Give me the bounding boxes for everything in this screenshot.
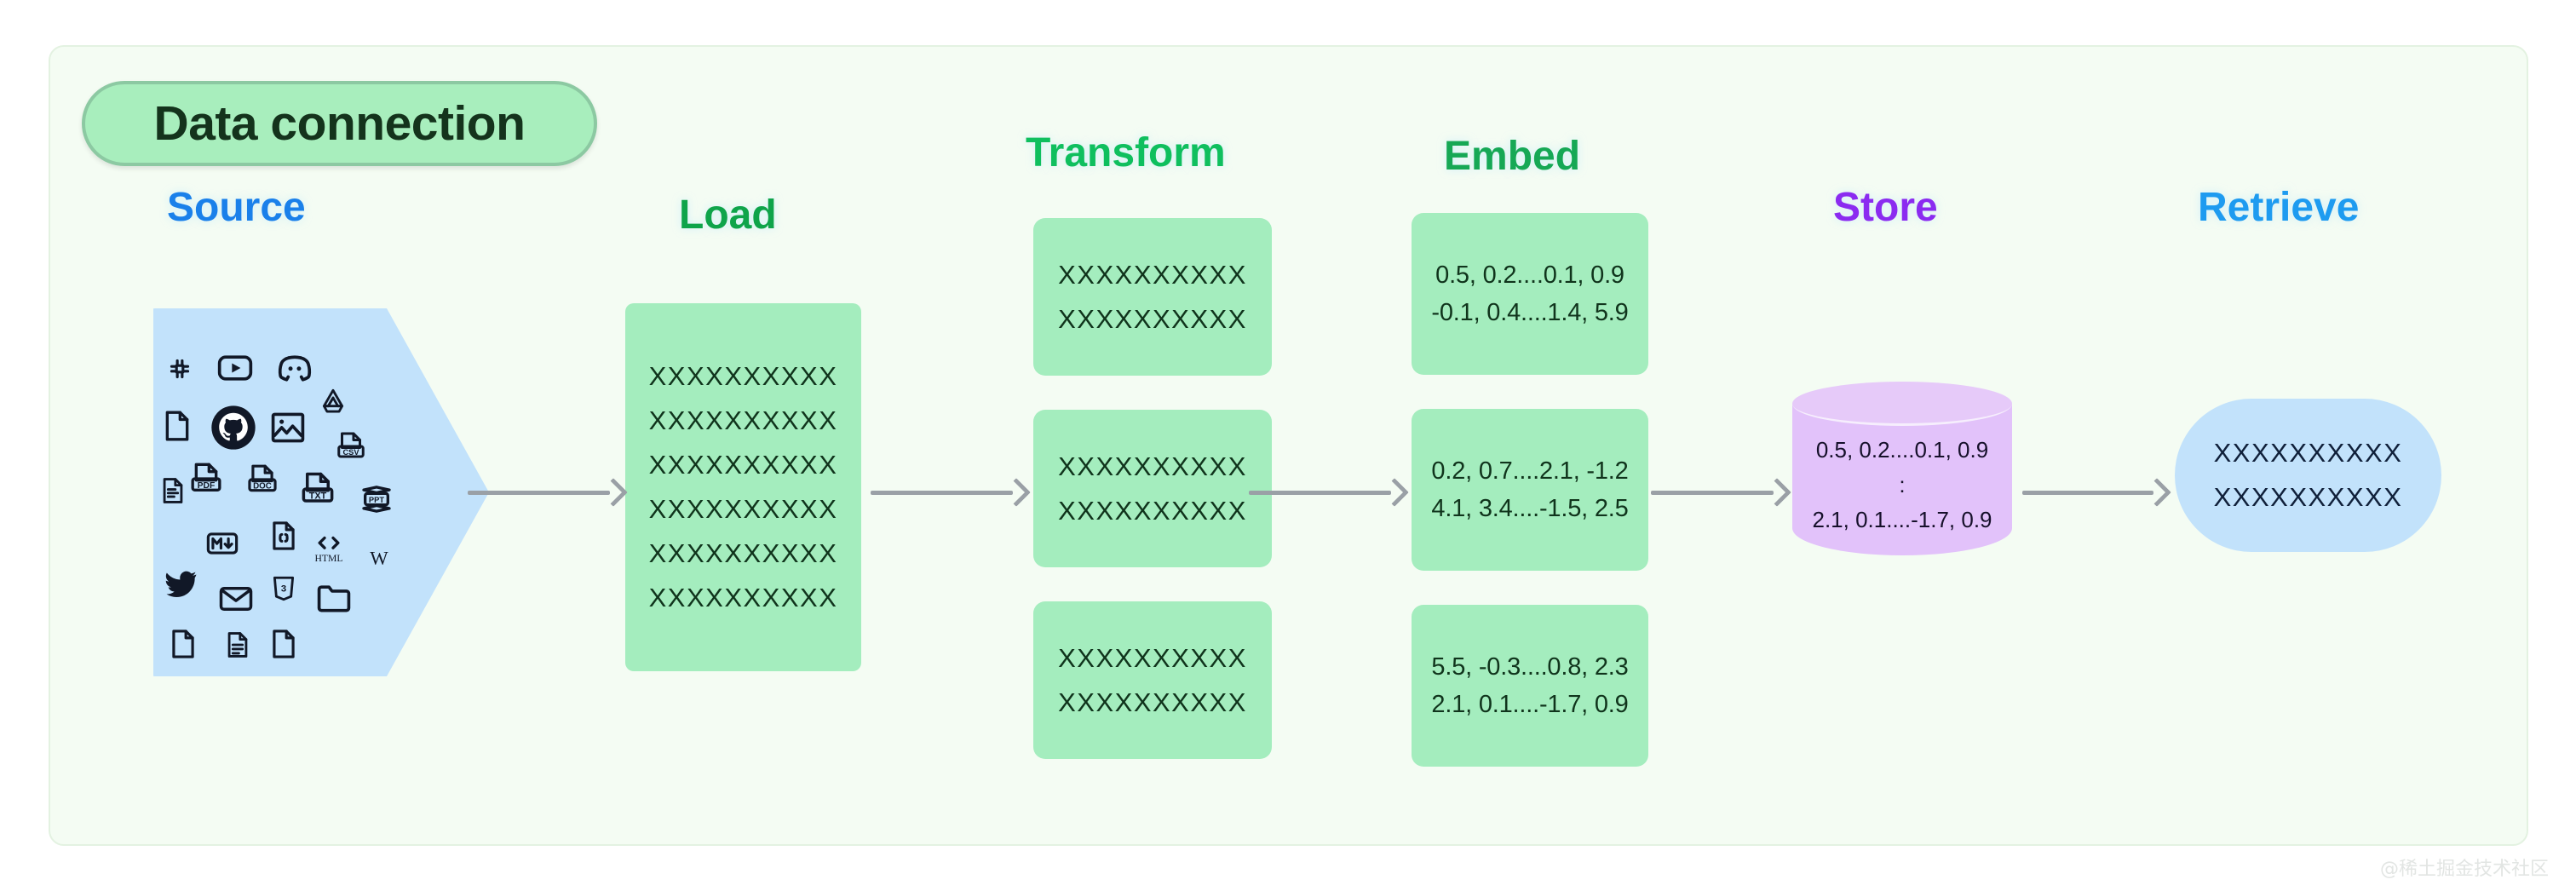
- slack-icon: [164, 353, 196, 385]
- svg-text:TXT: TXT: [309, 491, 327, 502]
- arrow-shaft: [1249, 491, 1391, 495]
- stage-title-source: Source: [167, 185, 306, 230]
- file-blank-3-icon: [267, 628, 300, 660]
- card-text-line: 0.5, 0.2....0.1, 0.9: [1435, 262, 1624, 289]
- card-text-line: XXXXXXXXXX: [2213, 438, 2403, 468]
- card-text-line: XXXXXXXXXX: [1058, 451, 1247, 481]
- arrow-store-to-retrieve: [2022, 478, 2171, 507]
- card-text-line: XXXXXXXXXX: [648, 450, 838, 480]
- card-text-line: XXXXXXXXXX: [1058, 259, 1247, 290]
- arrow-embed-to-store: [1651, 478, 1791, 507]
- arrow-head: [1762, 478, 1791, 507]
- embed-card: 0.5, 0.2....0.1, 0.9 -0.1, 0.4....1.4, 5.…: [1412, 213, 1648, 375]
- card-text-line: XXXXXXXXXX: [2213, 482, 2403, 512]
- cylinder-top-ellipse: [1792, 382, 2012, 426]
- load-card: XXXXXXXXXX XXXXXXXXXX XXXXXXXXXX XXXXXXXXXX…: [625, 303, 861, 671]
- store-vector-text: 0.5, 0.2....0.1, 0.9: 2.1, 0.1....-1.7, 0…: [1792, 433, 2012, 537]
- svg-text:W: W: [370, 548, 388, 569]
- wikipedia-icon: W: [365, 543, 393, 571]
- svg-text:PDF: PDF: [198, 481, 216, 491]
- stage-title-load: Load: [679, 193, 777, 238]
- image-icon: [269, 409, 307, 446]
- youtube-icon: [216, 349, 254, 387]
- code-file-icon: [267, 520, 300, 552]
- arrow-transform-to-embed: [1249, 478, 1409, 507]
- svg-text:3: 3: [281, 584, 286, 595]
- transform-card: XXXXXXXXXX XXXXXXXXXX: [1033, 601, 1272, 759]
- store-cylinder: 0.5, 0.2....0.1, 0.9: 2.1, 0.1....-1.7, 0…: [1792, 382, 2012, 578]
- card-text-line: XXXXXXXXXX: [648, 583, 838, 612]
- card-text-line: XXXXXXXXXX: [648, 361, 838, 391]
- pdf-file-icon: PDF: [189, 462, 223, 496]
- file-lines-icon: [223, 630, 252, 659]
- store-text-line: :: [1899, 472, 1906, 497]
- card-text-line: XXXXXXXXXX: [1058, 687, 1247, 717]
- stage-title-embed: Embed: [1444, 134, 1581, 179]
- embed-card: 5.5, -0.3....0.8, 2.3 2.1, 0.1....-1.7, 0…: [1412, 605, 1648, 767]
- stage-title-retrieve: Retrieve: [2198, 185, 2360, 230]
- file-blank-icon: [160, 409, 194, 443]
- folder-icon: [315, 579, 353, 617]
- doc-file-icon: DOC: [246, 463, 279, 496]
- diagram-title-label: Data connection: [153, 96, 526, 151]
- transform-card: XXXXXXXXXX XXXXXXXXXX: [1033, 410, 1272, 567]
- html-icon: HTML: [312, 532, 346, 566]
- discord-icon: [276, 349, 313, 387]
- watermark: @稀土掘金技术社区: [2379, 859, 2549, 880]
- card-text-line: XXXXXXXXXX: [1058, 642, 1247, 673]
- svg-text:DOC: DOC: [253, 481, 272, 491]
- stage-title-store: Store: [1833, 185, 1938, 230]
- diagram-title-pill: Data connection: [82, 81, 597, 166]
- arrow-shaft: [2022, 491, 2153, 495]
- card-text-line: -0.1, 0.4....1.4, 5.9: [1431, 299, 1629, 326]
- css3-icon: 3: [269, 574, 298, 603]
- google-drive-icon: [319, 387, 348, 416]
- svg-text:PPT: PPT: [369, 496, 384, 504]
- github-icon: [210, 404, 257, 451]
- email-icon: [218, 581, 254, 617]
- transform-card: XXXXXXXXXX XXXXXXXXXX: [1033, 218, 1272, 376]
- store-text-line: 0.5, 0.2....0.1, 0.9: [1815, 437, 1989, 463]
- twitter-icon: [164, 566, 199, 602]
- svg-text:HTML: HTML: [314, 553, 342, 564]
- cylinder-body: [1792, 404, 2012, 555]
- file-blank-2-icon: [167, 628, 199, 660]
- embed-card: 0.2, 0.7....2.1, -1.2 4.1, 3.4....-1.5, 2…: [1412, 409, 1648, 571]
- card-text-line: 5.5, -0.3....0.8, 2.3: [1431, 653, 1629, 681]
- stage-title-transform: Transform: [1026, 130, 1226, 175]
- arrow-head: [1380, 478, 1409, 507]
- document-icon: [158, 476, 187, 505]
- csv-file-icon: CSV: [336, 431, 366, 462]
- arrow-source-to-load: [468, 478, 628, 507]
- txt-file-icon: TXT: [300, 471, 336, 507]
- arrow-load-to-transform: [871, 478, 1031, 507]
- arrow-head: [599, 478, 628, 507]
- markdown-icon: [206, 527, 239, 560]
- card-text-line: XXXXXXXXXX: [648, 405, 838, 435]
- card-text-line: XXXXXXXXXX: [648, 494, 838, 524]
- store-text-line: 2.1, 0.1....-1.7, 0.9: [1812, 507, 1992, 532]
- card-text-line: 0.2, 0.7....2.1, -1.2: [1431, 457, 1629, 485]
- card-text-line: XXXXXXXXXX: [1058, 495, 1247, 526]
- card-text-line: XXXXXXXXXX: [1058, 303, 1247, 334]
- card-text-line: 4.1, 3.4....-1.5, 2.5: [1431, 495, 1629, 522]
- arrow-shaft: [468, 491, 610, 495]
- retrieve-card: XXXXXXXXXX XXXXXXXXXX: [2175, 399, 2441, 552]
- arrow-shaft: [1651, 491, 1774, 495]
- arrow-head: [1002, 478, 1031, 507]
- card-text-line: XXXXXXXXXX: [648, 538, 838, 568]
- arrow-head: [2142, 478, 2171, 507]
- ppt-file-icon: PPT: [359, 482, 394, 516]
- card-text-line: 2.1, 0.1....-1.7, 0.9: [1431, 691, 1629, 718]
- svg-text:CSV: CSV: [342, 448, 359, 457]
- arrow-shaft: [871, 491, 1013, 495]
